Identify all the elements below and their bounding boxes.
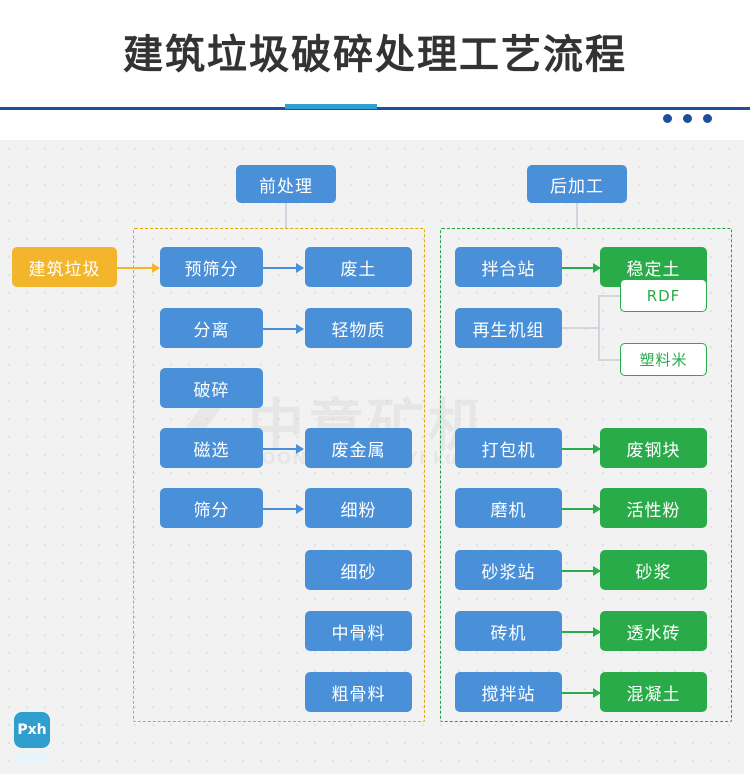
unit-box-grinder: 磨机 bbox=[455, 488, 562, 528]
input-box-construction-waste: 建筑垃圾 bbox=[12, 247, 117, 287]
header-accent-bar bbox=[285, 104, 377, 109]
output-box-permeable-brick: 透水砖 bbox=[600, 611, 707, 651]
header-dot-1 bbox=[663, 114, 672, 123]
connector-recycling-to-rdf bbox=[598, 295, 620, 297]
unit-box-brick-machine: 砖机 bbox=[455, 611, 562, 651]
stage-label-pre: 前处理 bbox=[236, 165, 336, 203]
arrow-mortar-to-mortar bbox=[562, 566, 601, 576]
product-box-scrap-metal: 废金属 bbox=[305, 428, 412, 468]
connector-recycling-bus bbox=[598, 295, 600, 361]
diagram-canvas: Z 中意矿机 ZOONYE ZhongYi kuangji 前处理 后加工 建筑… bbox=[0, 140, 750, 774]
header-dot-3 bbox=[703, 114, 712, 123]
unit-box-baler: 打包机 bbox=[455, 428, 562, 468]
output-box-scrap-steel: 废钢块 bbox=[600, 428, 707, 468]
product-box-medium-aggregate: 中骨料 bbox=[305, 611, 412, 651]
arrow-prescreen-to-waste-soil bbox=[263, 263, 304, 273]
product-box-light-material: 轻物质 bbox=[305, 308, 412, 348]
stage-pre-stem bbox=[285, 203, 287, 228]
product-box-fine-powder: 细粉 bbox=[305, 488, 412, 528]
connector-recycling-to-plastic-pellets bbox=[598, 359, 620, 361]
process-box-pre-screening: 预筛分 bbox=[160, 247, 263, 287]
arrow-batching-to-concrete bbox=[562, 688, 601, 698]
group-post-process bbox=[440, 228, 732, 722]
arrow-mixing-to-stabilized-soil bbox=[562, 263, 601, 273]
arrow-brick-to-permeable-brick bbox=[562, 627, 601, 637]
output-box-mortar: 砂浆 bbox=[600, 550, 707, 590]
connector-recycling-stem bbox=[562, 327, 600, 329]
output-box-plastic-pellets: 塑料米 bbox=[620, 343, 707, 376]
product-box-fine-sand: 细砂 bbox=[305, 550, 412, 590]
output-box-active-powder: 活性粉 bbox=[600, 488, 707, 528]
header-dot-2 bbox=[683, 114, 692, 123]
arrow-baler-to-scrap-steel bbox=[562, 444, 601, 454]
canvas-right-edge bbox=[744, 140, 750, 774]
output-box-rdf: RDF bbox=[620, 279, 707, 312]
brand-logo-bar bbox=[14, 754, 50, 764]
process-box-separation: 分离 bbox=[160, 308, 263, 348]
arrow-magnetic-to-scrap-metal bbox=[263, 444, 304, 454]
process-box-crushing: 破碎 bbox=[160, 368, 263, 408]
page-header: 建筑垃圾破碎处理工艺流程 bbox=[0, 0, 750, 100]
process-box-screening: 筛分 bbox=[160, 488, 263, 528]
page-title: 建筑垃圾破碎处理工艺流程 bbox=[123, 32, 627, 78]
brand-logo-icon: Pxh bbox=[14, 712, 50, 748]
stage-label-post: 后加工 bbox=[527, 165, 627, 203]
unit-box-mortar-station: 砂浆站 bbox=[455, 550, 562, 590]
product-box-coarse-aggregate: 粗骨料 bbox=[305, 672, 412, 712]
arrow-grinder-to-active-powder bbox=[562, 504, 601, 514]
group-pre-process bbox=[133, 228, 425, 722]
product-box-waste-soil: 废土 bbox=[305, 247, 412, 287]
arrow-screening-to-fine-powder bbox=[263, 504, 304, 514]
arrow-input-to-prescreen bbox=[117, 263, 160, 273]
unit-box-batching-plant: 搅拌站 bbox=[455, 672, 562, 712]
unit-box-recycling-unit: 再生机组 bbox=[455, 308, 562, 348]
arrow-separation-to-light-material bbox=[263, 324, 304, 334]
stage-post-stem bbox=[576, 203, 578, 228]
process-box-magnetic-separation: 磁选 bbox=[160, 428, 263, 468]
output-box-concrete: 混凝土 bbox=[600, 672, 707, 712]
unit-box-mixing-station: 拌合站 bbox=[455, 247, 562, 287]
